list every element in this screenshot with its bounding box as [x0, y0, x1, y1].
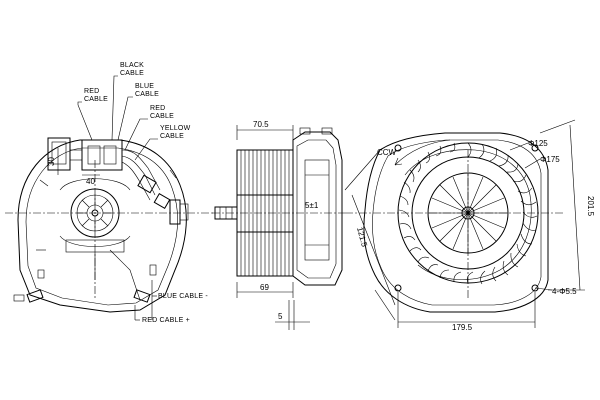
red-cable-top-label-1: RED — [84, 88, 99, 95]
dim-40: 40 — [86, 177, 95, 186]
red-cable-mid-label-1: RED — [150, 105, 165, 112]
dim-phi175: Φ175 — [540, 155, 560, 164]
dim-5-pm-1: 5±1 — [305, 201, 319, 210]
front-view: CCW Φ125 Φ175 201.5 121.5 4-Φ5.5 179.5 — [344, 119, 595, 332]
side-view: 70.5 — [212, 120, 345, 330]
dim-201-5: 201.5 — [586, 196, 595, 217]
blue-cable-top-label-1: BLUE — [135, 83, 154, 90]
fan-blades — [398, 142, 538, 285]
red-cable-top-label-2: CABLE — [84, 96, 108, 103]
dim-phi125: Φ125 — [528, 139, 548, 148]
black-cable-label-1: BLACK — [120, 62, 144, 69]
dim-5: 5 — [278, 312, 283, 321]
dim-69: 69 — [260, 283, 269, 292]
ccw-label: CCW — [377, 148, 397, 157]
left-view: 30 40 BLACK CABLE RED CABLE BLUE CABLE R… — [5, 62, 215, 324]
dim-30: 30 — [47, 157, 56, 166]
red-cable-mid-label-2: CABLE — [150, 113, 174, 120]
yellow-cable-label-2: CABLE — [160, 133, 184, 140]
dim-70-5: 70.5 — [253, 120, 269, 129]
blue-cable-top-label-2: CABLE — [135, 91, 159, 98]
yellow-cable-label-1: YELLOW — [160, 125, 191, 132]
black-cable-label-2: CABLE — [120, 70, 144, 77]
dim-179-5: 179.5 — [452, 323, 473, 332]
dim-holes: 4-Φ5.5 — [552, 287, 577, 296]
dim-121-5: 121.5 — [355, 226, 369, 248]
red-cable-plus-label: RED CABLE + — [142, 317, 190, 324]
blue-cable-minus-label: BLUE CABLE - — [158, 293, 208, 300]
